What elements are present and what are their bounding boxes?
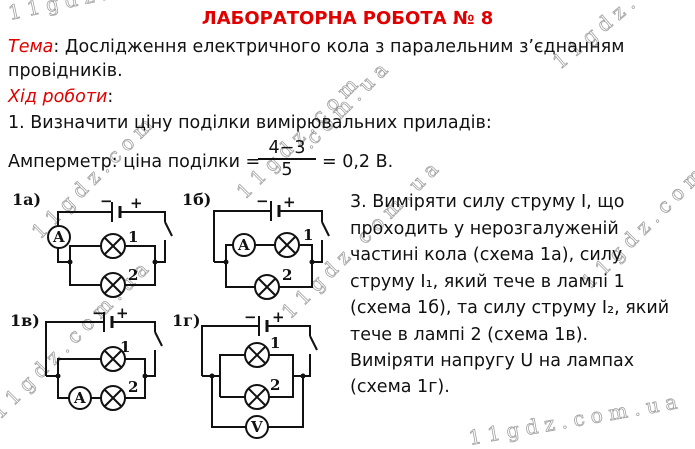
lamp-2-label: 2 <box>270 376 280 394</box>
step-3-line: (схема 1г). <box>350 377 450 397</box>
battery-icon <box>102 310 114 334</box>
battery-icon <box>269 199 281 223</box>
step-3-line: частині кола (схема 1а), силу <box>350 245 623 265</box>
lamp-1-label: 1 <box>303 226 313 244</box>
voltmeter-icon <box>245 415 269 439</box>
ammeter-icon <box>232 233 256 257</box>
lamp-2-label: 2 <box>128 378 138 396</box>
topic-label: Тема <box>8 37 54 57</box>
lamp-1-icon <box>100 233 126 259</box>
lamp-2-icon <box>244 384 270 410</box>
ammeter-symbol: A <box>52 228 65 246</box>
switch-icon <box>321 221 330 237</box>
lamp-2-icon <box>100 385 126 411</box>
circuit-1a-label: 1а) <box>12 190 41 209</box>
step-3-line: проходить у нерозгалуженій <box>350 219 619 239</box>
lamp-2-label: 2 <box>282 266 292 284</box>
plus-sign: + <box>272 308 285 326</box>
minus-sign: − <box>100 192 113 210</box>
switch-icon <box>164 221 173 237</box>
lamp-2-label: 2 <box>128 266 138 284</box>
battery-icon <box>257 314 269 338</box>
circuit-1b: 1б) − + A 1 2 <box>182 190 330 300</box>
circuit-1g: 1г) − + 1 2 V <box>172 308 318 439</box>
step-3-line: струму I₁, який тече в лампі 1 <box>350 272 625 292</box>
topic-text-continued: провідників. <box>8 61 123 81</box>
circuit-1g-label: 1г) <box>172 311 201 330</box>
lamp-1-icon <box>244 342 270 368</box>
fraction: 4−3 5 <box>258 138 316 180</box>
procedure-label: Хід роботи <box>8 87 108 107</box>
ammeter-prefix: Амперметр: ціна поділки = <box>8 152 261 172</box>
step-3-line: тече в лампі 2 (схема 1в). <box>350 325 589 345</box>
lamp-2-icon <box>100 272 126 298</box>
ammeter-symbol: A <box>237 236 250 254</box>
minus-sign: − <box>92 304 105 322</box>
step-3-line: 3. Виміряти силу струму I, що <box>350 192 625 212</box>
step-3-line: Виміряти напругу U на лампах <box>350 351 635 371</box>
circuit-1b-label: 1б) <box>182 190 211 209</box>
step-3-line: (схема 1б), та силу струму I₂, який <box>350 298 670 318</box>
plus-sign: + <box>116 304 129 322</box>
minus-sign: − <box>244 308 257 326</box>
step-1: 1. Визначити ціну поділки вимірювальних … <box>8 113 492 133</box>
lamp-1-label: 1 <box>128 228 138 246</box>
battery-icon <box>110 200 122 224</box>
voltmeter-symbol: V <box>250 418 263 436</box>
procedure-colon: : <box>107 87 114 107</box>
lamp-1-label: 1 <box>270 334 280 352</box>
circuit-1a: 1а) − + A 1 2 <box>12 190 173 298</box>
fraction-numerator: 4−3 <box>258 138 316 160</box>
plus-sign: + <box>283 193 296 211</box>
switch-icon <box>154 331 163 347</box>
ammeter-result: = 0,2 В. <box>322 152 394 172</box>
circuit-1v: 1в) − + 1 A 2 <box>10 304 163 411</box>
switch-icon <box>309 335 318 351</box>
lamp-1-label: 1 <box>120 338 130 356</box>
ammeter-symbol: A <box>73 389 86 407</box>
circuit-1v-label: 1в) <box>10 311 40 330</box>
ammeter-icon <box>47 225 71 249</box>
page-title: ЛАБОРАТОРНА РОБОТА № 8 <box>201 8 494 29</box>
procedure-line: Хід роботи: <box>8 87 113 107</box>
topic-line: Тема: Дослідження електричного кола з па… <box>8 37 624 57</box>
topic-text: : Дослідження електричного кола з парале… <box>53 37 625 57</box>
lamp-1-icon <box>274 232 300 258</box>
ammeter-icon <box>68 386 92 410</box>
minus-sign: − <box>256 192 269 210</box>
plus-sign: + <box>130 194 143 212</box>
fraction-denominator: 5 <box>281 160 293 180</box>
lamp-2-icon <box>254 274 280 300</box>
